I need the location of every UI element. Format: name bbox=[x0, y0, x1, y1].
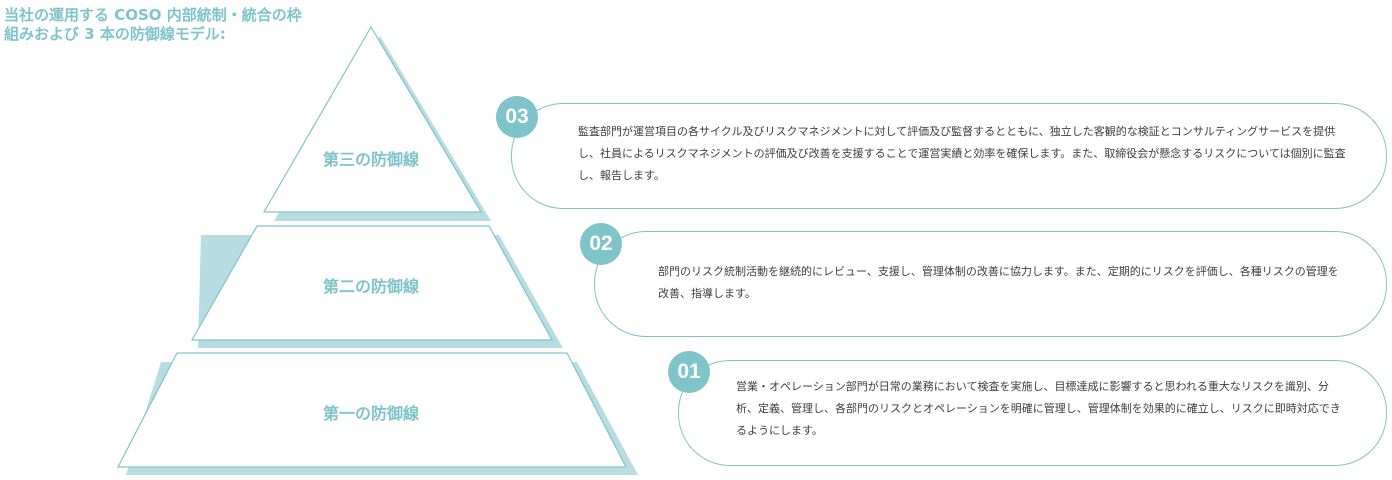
tier-2-shape bbox=[190, 225, 554, 341]
tier-1-label: 第一の防御線 bbox=[322, 404, 420, 423]
tier-2-label: 第二の防御線 bbox=[322, 277, 420, 296]
card-line-1 bbox=[678, 360, 1387, 466]
badge-01: 01 bbox=[668, 351, 710, 393]
card-01-text: 営業・オペレーション部門が日常の業務において検査を実施し、目標達成に影響すると思… bbox=[736, 380, 1341, 437]
badge-02: 02 bbox=[580, 223, 622, 265]
card-03-text: 監査部門が運営項目の各サイクル及びリスクマネジメントに対して評価及び監督するとと… bbox=[578, 125, 1346, 182]
badge-03: 03 bbox=[496, 96, 538, 138]
card-line-2 bbox=[594, 231, 1387, 337]
tier-1-shape bbox=[117, 352, 627, 468]
card-line-3 bbox=[511, 103, 1387, 209]
page-title: 当社の運用する COSO 内部統制・統合の枠組みおよび 3 本の防御線モデル: bbox=[4, 6, 302, 43]
tier-3-shape bbox=[262, 25, 483, 213]
tier-3-label: 第三の防御線 bbox=[322, 150, 420, 169]
card-02-text: 部門のリスク統制活動を継続的にレビュー、支援し、管理体制の改善に協力します。また… bbox=[658, 265, 1339, 300]
